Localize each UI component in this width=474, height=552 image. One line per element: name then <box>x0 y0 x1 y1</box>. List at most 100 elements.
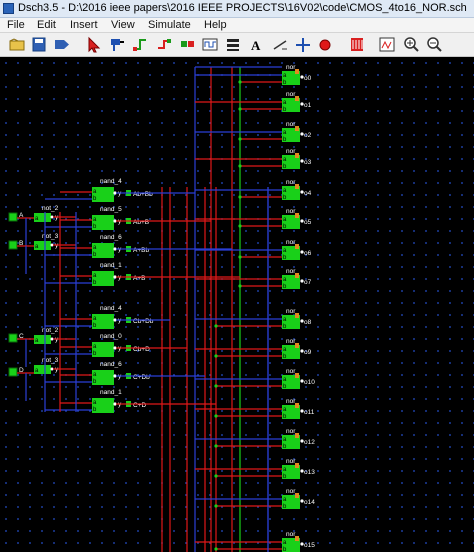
pin-label: a <box>35 368 39 374</box>
connect-tool-button[interactable] <box>155 36 173 53</box>
pin-label: b <box>283 354 287 360</box>
junction <box>214 414 218 418</box>
pin-label: a <box>93 400 97 406</box>
menu-edit[interactable]: Edit <box>37 19 56 31</box>
connect-icon <box>158 39 171 49</box>
not-bubble <box>50 243 54 247</box>
nand-output-label: Cb+Db <box>133 318 154 325</box>
junction <box>238 137 242 141</box>
menu-view[interactable]: View <box>111 19 135 31</box>
probe-tool-button[interactable] <box>108 36 126 53</box>
pin-label: b <box>93 379 97 385</box>
open-tool-button[interactable] <box>8 36 26 53</box>
schematic-svg[interactable]: Anot_2ayBnot_3ayCnot_2ayDnot_3aynand_4ab… <box>0 57 474 552</box>
nand-gate <box>92 187 114 202</box>
nor-gate-label: nor <box>286 308 296 315</box>
pin-label: b <box>283 547 287 552</box>
pin-label: a <box>283 100 287 106</box>
schematic-canvas[interactable]: Anot_2ayBnot_3ayCnot_2ayDnot_3aynand_4ab… <box>0 57 474 552</box>
run-tool-button[interactable] <box>53 36 71 53</box>
nand-gate <box>92 215 114 230</box>
pin-label: a <box>283 317 287 323</box>
menu-file[interactable]: File <box>7 19 25 31</box>
pin-label: a <box>283 277 287 283</box>
pin-label: b <box>283 195 287 201</box>
nor-gate-label: nor <box>286 398 296 405</box>
pin-label: a <box>93 316 97 322</box>
zoom-in-icon <box>404 37 419 52</box>
clock-tool-button[interactable] <box>201 36 219 53</box>
pin-label: a <box>93 372 97 378</box>
output-led <box>295 373 299 378</box>
text-tool-button[interactable]: A <box>247 36 265 53</box>
nor-gate-label: nor <box>286 121 296 128</box>
nand-output-label: Cb+D <box>133 346 150 353</box>
zoom-out-tool-button[interactable] <box>425 36 443 53</box>
zoom-in-tool-button[interactable] <box>402 36 420 53</box>
save-tool-button[interactable] <box>30 36 48 53</box>
nor-gate <box>282 246 300 260</box>
pin-label: b <box>93 280 97 286</box>
output-led <box>295 153 299 158</box>
nor-bubble <box>300 499 304 503</box>
nand-output-label: Ab+B <box>133 219 149 226</box>
not-gate-label: not_2 <box>42 205 59 212</box>
input-switch <box>8 333 18 343</box>
pin-label: a <box>93 189 97 195</box>
nand-bubble <box>113 402 117 406</box>
menu-simulate[interactable]: Simulate <box>148 19 191 31</box>
pin-label: b <box>93 252 97 258</box>
pin-label: a <box>283 437 287 443</box>
output-label: o9 <box>304 349 312 356</box>
output-led <box>295 273 299 278</box>
zoom-out-icon <box>427 37 442 52</box>
timing-tool-button[interactable] <box>378 36 396 53</box>
nor-gate <box>282 465 300 479</box>
simulate-tool-button[interactable] <box>316 36 334 53</box>
bus-icon <box>227 39 239 51</box>
probe-icon <box>111 39 124 51</box>
line-tool-button[interactable] <box>271 36 289 53</box>
input-label: C <box>19 333 24 340</box>
pin-label: b <box>283 444 287 450</box>
pointer-tool-button[interactable] <box>85 36 103 53</box>
nor-gate <box>282 375 300 389</box>
nand-gate <box>92 398 114 413</box>
move-tool-button[interactable] <box>294 36 312 53</box>
nand-gate <box>92 271 114 286</box>
pin-label: b <box>283 474 287 480</box>
output-label: o1 <box>304 102 312 109</box>
nand-bubble <box>113 275 117 279</box>
not-gate <box>34 335 51 344</box>
junction <box>214 474 218 478</box>
bus-tool-button[interactable] <box>224 36 242 53</box>
input-switch <box>8 240 18 250</box>
output-label: o12 <box>304 439 315 446</box>
input-switch <box>8 212 18 222</box>
nor-gate <box>282 186 300 200</box>
nand-bubble <box>113 346 117 350</box>
nor-gate-label: nor <box>286 338 296 345</box>
nand-gate-label: nand_6 <box>100 234 122 241</box>
wire-tool-button[interactable] <box>131 36 149 53</box>
simulate-icon <box>319 39 331 51</box>
nor-gate <box>282 435 300 449</box>
output-label: o5 <box>304 219 312 226</box>
menu-help[interactable]: Help <box>204 19 227 31</box>
nor-bubble <box>300 279 304 283</box>
chronogram-tool-button[interactable] <box>348 36 366 53</box>
not-gate <box>34 365 51 374</box>
junction <box>238 284 242 288</box>
not-gate-label: not_2 <box>42 327 59 334</box>
pin-label: a <box>283 248 287 254</box>
pin-label: a <box>35 244 39 250</box>
nor-gate <box>282 155 300 169</box>
nor-gate <box>282 275 300 289</box>
junction <box>238 107 242 111</box>
button-tool-button[interactable] <box>178 36 196 53</box>
junction <box>238 224 242 228</box>
window-title: Dsch3.5 - D:\2016 ieee papers\2016 IEEE … <box>18 2 467 14</box>
pin-label: b <box>93 407 97 413</box>
menu-insert[interactable]: Insert <box>70 19 98 31</box>
